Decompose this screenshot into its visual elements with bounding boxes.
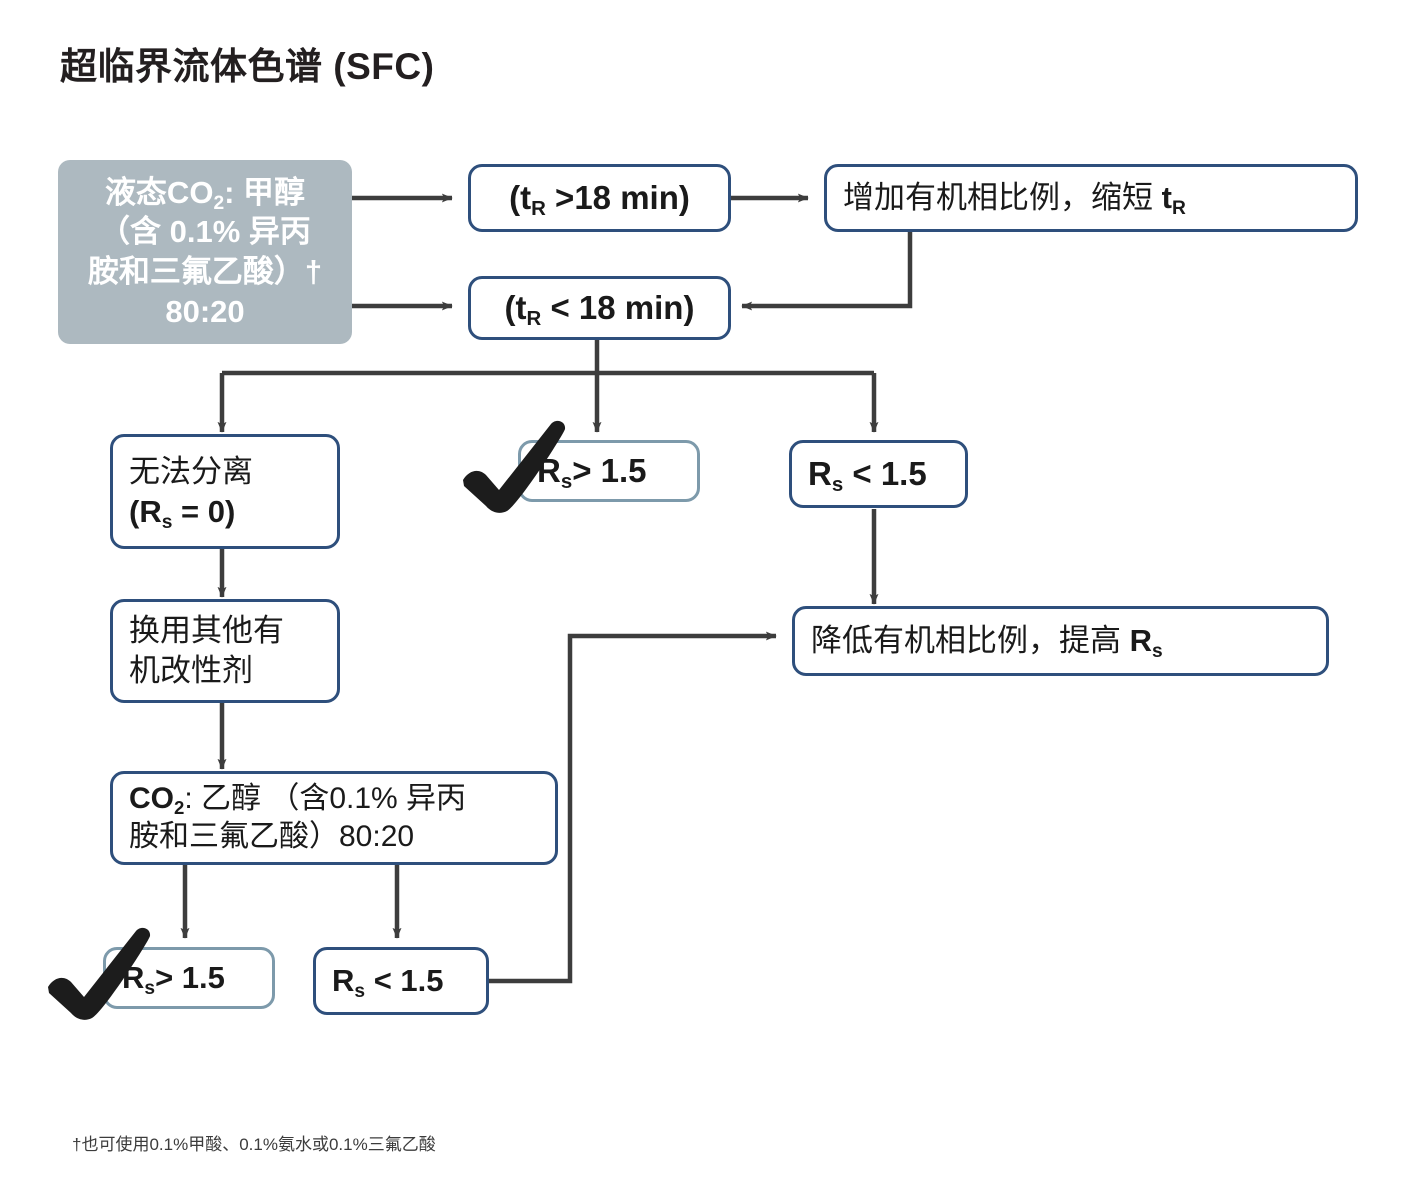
co2-ethanol-line1: CO2: 乙醇 （含0.1% 异丙 (129, 781, 467, 818)
node-rs-greater-1-5-bottom-text: Rs> 1.5 (122, 960, 225, 1000)
change-modifier-line1: 换用其他有 (129, 613, 284, 649)
footnote-text: †也可使用0.1%甲酸、0.1%氨水或0.1%三氟乙酸 (72, 1135, 436, 1154)
node-increase-organic-ratio[interactable]: 增加有机相比例，缩短 tR (824, 164, 1358, 232)
node-rs-less-1-5-top[interactable]: Rs < 1.5 (789, 440, 968, 508)
node-rs-less-1-5-top-text: Rs < 1.5 (808, 454, 927, 497)
co2-ethanol-line2: 胺和三氟乙酸）80:20 (129, 820, 415, 853)
node-rs-greater-1-5-bottom[interactable]: Rs> 1.5 (103, 947, 275, 1009)
node-co2-ethanol-text: CO2: 乙醇 （含0.1% 异丙 胺和三氟乙酸）80:20 (113, 780, 555, 857)
node-increase-organic-ratio-text: 增加有机相比例，缩短 tR (843, 180, 1186, 220)
node-rs-less-1-5-bottom-text: Rs < 1.5 (332, 963, 444, 1003)
node-no-separation-text: 无法分离 (Rs = 0) (113, 452, 337, 533)
node-change-modifier[interactable]: 换用其他有 机改性剂 (110, 599, 340, 703)
node-decrease-organic-ratio-text: 降低有机相比例，提高 Rs (811, 623, 1163, 663)
node-co2-ethanol[interactable]: CO2: 乙醇 （含0.1% 异丙 胺和三氟乙酸）80:20 (110, 771, 558, 865)
node-decrease-organic-ratio[interactable]: 降低有机相比例，提高 Rs (792, 606, 1329, 676)
change-modifier-line2: 机改性剂 (129, 653, 253, 688)
node-rs-greater-1-5-top-text: Rs> 1.5 (537, 451, 647, 494)
start-line1: 液态CO2: 甲醇 (104, 174, 306, 214)
node-rs-less-1-5-bottom[interactable]: Rs < 1.5 (313, 947, 489, 1015)
node-tr-greater-18-text: (tR >18 min) (509, 178, 690, 221)
start-line3: 胺和三氟乙酸）† (87, 254, 323, 289)
start-line4: 80:20 (165, 293, 245, 329)
node-no-separation[interactable]: 无法分离 (Rs = 0) (110, 434, 340, 549)
no-separation-line1: 无法分离 (129, 453, 253, 489)
node-tr-greater-18[interactable]: (tR >18 min) (468, 164, 731, 232)
page-title: 超临界流体色谱 (SFC) (60, 46, 435, 87)
node-change-modifier-text: 换用其他有 机改性剂 (113, 611, 337, 690)
node-tr-less-18[interactable]: (tR < 18 min) (468, 276, 731, 340)
node-tr-less-18-text: (tR < 18 min) (504, 288, 695, 331)
no-separation-line2: (Rs = 0) (129, 493, 236, 533)
node-start-text: 液态CO2: 甲醇 （含 0.1% 异丙 胺和三氟乙酸）† 80:20 (58, 173, 352, 332)
node-start-mobile-phase[interactable]: 液态CO2: 甲醇 （含 0.1% 异丙 胺和三氟乙酸）† 80:20 (58, 160, 352, 344)
node-rs-greater-1-5-top[interactable]: Rs> 1.5 (518, 440, 700, 502)
start-line2: （含 0.1% 异丙 (99, 214, 311, 250)
edge-increase-feedback (741, 232, 913, 311)
